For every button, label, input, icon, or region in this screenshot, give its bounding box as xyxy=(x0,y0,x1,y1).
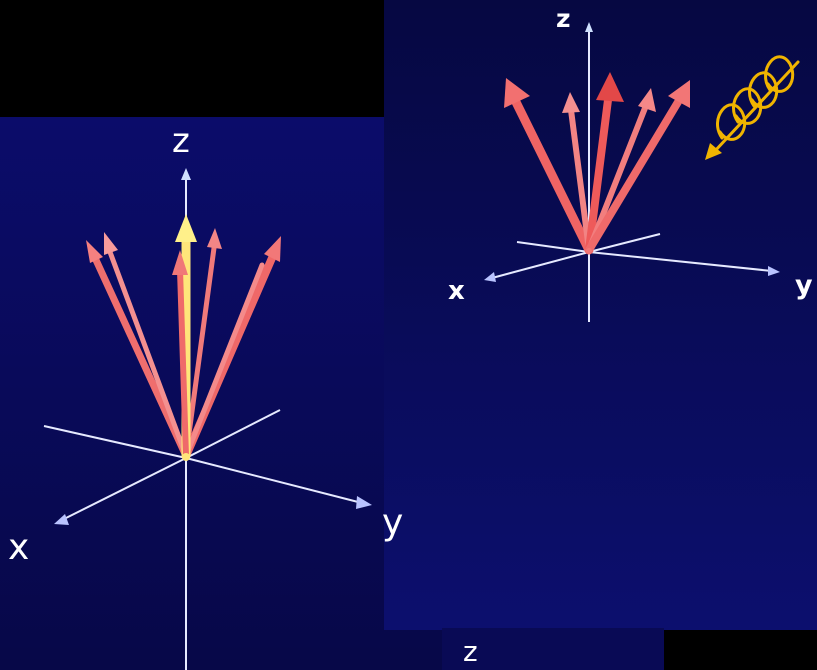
right-x-axis-label: x xyxy=(448,278,465,304)
bottom-z-axis-label: z xyxy=(463,638,478,666)
top-left-blank xyxy=(0,0,384,117)
right-y-axis-label: y xyxy=(795,272,813,299)
right-origin xyxy=(586,248,592,254)
left-y-axis-label: y xyxy=(382,505,403,541)
panel-left-bg xyxy=(0,117,442,670)
left-x-axis-label: x xyxy=(8,530,29,566)
left-z-axis-label: z xyxy=(172,124,190,158)
right-z-axis-label: z xyxy=(556,6,571,31)
left-origin xyxy=(182,453,190,461)
